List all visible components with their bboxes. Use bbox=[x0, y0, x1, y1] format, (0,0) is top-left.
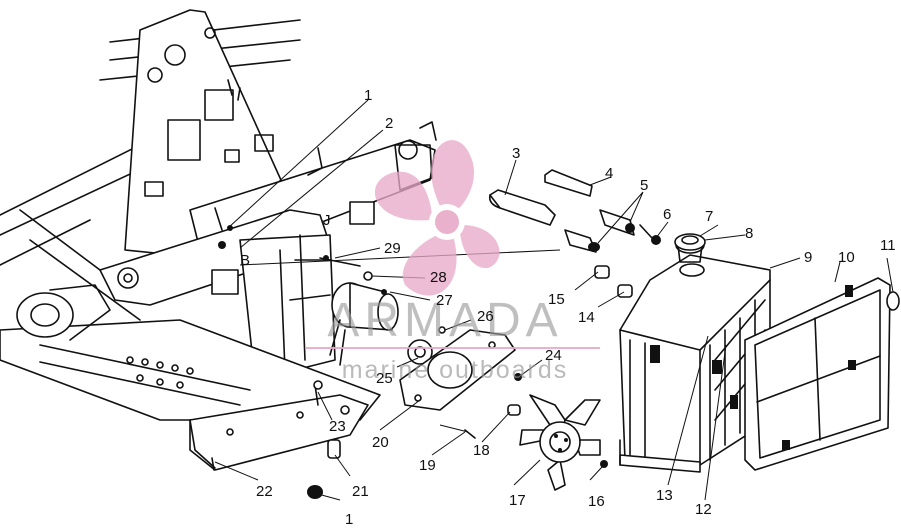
watermark-brand: ARMADA bbox=[327, 294, 562, 347]
radiator-screen bbox=[744, 277, 900, 471]
propeller-logo bbox=[374, 140, 500, 296]
callout-21: 21 bbox=[352, 483, 369, 500]
callout-22: 22 bbox=[256, 483, 273, 500]
callout-26: 26 bbox=[477, 308, 494, 325]
callout-5: 5 bbox=[640, 177, 648, 194]
callout-1-bottom: 1 bbox=[345, 511, 353, 526]
callout-18: 18 bbox=[473, 442, 490, 459]
water-pump-assembly bbox=[239, 249, 608, 491]
frame-assembly bbox=[0, 9, 437, 499]
callout-10: 10 bbox=[838, 249, 855, 266]
leader-lines bbox=[214, 99, 894, 501]
hoses bbox=[488, 169, 661, 298]
callout-labels: 1 2 3 4 5 6 7 8 9 10 11 12 13 14 15 16 1… bbox=[256, 87, 896, 528]
callout-20: 20 bbox=[372, 434, 389, 451]
watermark-tagline: marine outboards bbox=[342, 356, 569, 384]
callout-8: 8 bbox=[745, 225, 753, 242]
callout-12: 12 bbox=[695, 501, 712, 518]
callout-25: 25 bbox=[376, 370, 393, 387]
callout-29: 29 bbox=[384, 240, 401, 257]
callout-3: 3 bbox=[512, 145, 520, 162]
callout-13: 13 bbox=[656, 487, 673, 504]
rail-holes bbox=[126, 356, 194, 389]
callout-28: 28 bbox=[430, 269, 447, 286]
callout-6: 6 bbox=[663, 206, 671, 223]
cooling-fan bbox=[519, 394, 601, 491]
callout-9: 9 bbox=[804, 249, 812, 266]
radiator bbox=[619, 233, 771, 473]
frame-mark-b: B bbox=[240, 252, 250, 269]
callout-23: 23 bbox=[329, 418, 346, 435]
callout-16: 16 bbox=[588, 493, 605, 510]
callout-15: 15 bbox=[548, 291, 565, 308]
callout-24: 24 bbox=[545, 347, 562, 364]
frame-mark-j: J bbox=[323, 212, 331, 229]
callout-2: 2 bbox=[385, 115, 393, 132]
callout-17: 17 bbox=[509, 492, 526, 509]
callout-11: 11 bbox=[880, 237, 896, 254]
callout-19: 19 bbox=[419, 457, 436, 474]
callout-27: 27 bbox=[436, 292, 453, 309]
callout-1-top: 1 bbox=[364, 87, 372, 104]
callout-4: 4 bbox=[605, 165, 613, 182]
watermark: ARMADA marine outboards bbox=[305, 140, 600, 384]
callout-14: 14 bbox=[578, 309, 595, 326]
callout-7: 7 bbox=[705, 208, 713, 225]
